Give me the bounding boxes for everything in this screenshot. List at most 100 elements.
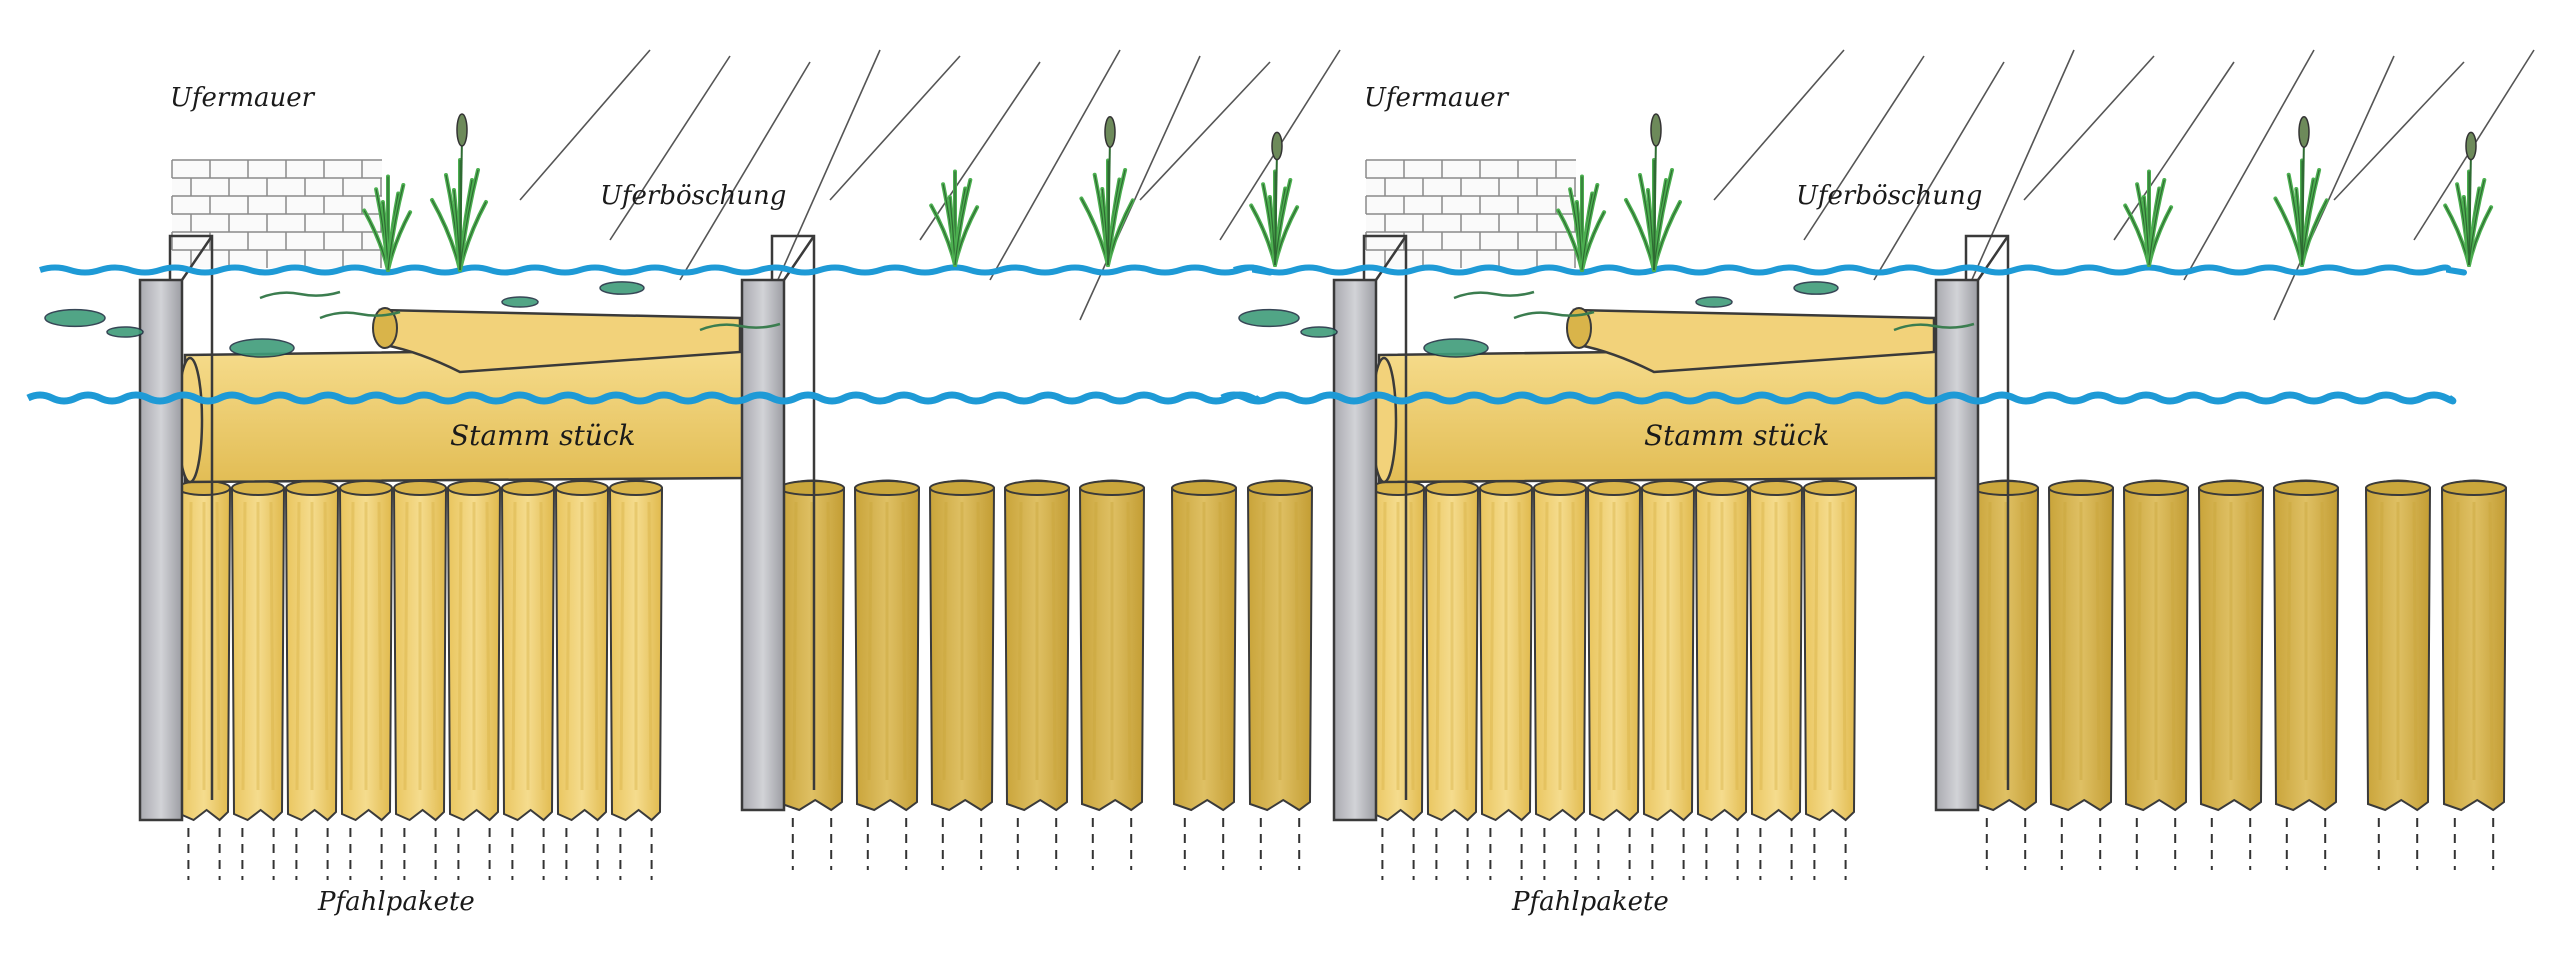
log-icon	[1370, 307, 1941, 484]
sheet-pile-edge	[1374, 235, 1408, 281]
water-lily-icon	[1238, 308, 1300, 328]
pile-icon	[1424, 479, 1480, 880]
label-ufermauer: Ufermauer	[1364, 83, 1510, 113]
water-lily-icon	[1238, 281, 1975, 358]
rain-line	[2273, 55, 2395, 321]
diagram-panel-1: Ufermauer Uferböschung Stamm stück Pfahl…	[26, 49, 1341, 917]
rain-line	[2333, 61, 2465, 201]
pile-icon	[2272, 479, 2340, 870]
reed-plant-icon	[2443, 131, 2494, 267]
rain-lines-icon	[519, 49, 1341, 321]
pile-icon	[853, 479, 921, 870]
pile-icon	[1246, 479, 1314, 870]
pile-package	[1370, 479, 1858, 880]
reed-plant-icon	[1556, 174, 1607, 272]
pile-icon	[2047, 479, 2115, 870]
rain-line	[1803, 55, 1925, 241]
label-stammstueck: Stamm stück	[1644, 419, 1829, 452]
log-icon	[176, 307, 747, 484]
log-branch-end	[1566, 307, 1592, 349]
pile-icon	[1078, 479, 1146, 870]
upper-water-line	[1233, 264, 2467, 276]
rain-line	[1873, 61, 2005, 281]
sprig	[259, 290, 341, 300]
lower-water-line	[1220, 391, 2457, 405]
pile-icon	[1370, 479, 1426, 880]
brick-wall-icon	[1365, 159, 1576, 268]
water-lily-icon	[1300, 326, 1338, 338]
pile-icon	[1972, 479, 2040, 870]
water-lily-icon	[1793, 281, 1839, 295]
pile-icon	[1640, 479, 1696, 880]
sprig	[699, 322, 781, 332]
pile-icon	[2122, 479, 2190, 870]
rain-line	[829, 55, 961, 201]
label-stammstueck: Stamm stück	[450, 419, 635, 452]
pile-icon	[778, 479, 846, 870]
sheet-pile-post	[1332, 278, 1378, 822]
rain-line	[1713, 49, 1845, 201]
reed-plant-icon	[1249, 131, 1300, 267]
reed-plant-icon	[929, 169, 980, 267]
water-lily-icon	[1423, 338, 1489, 358]
pile-icon	[928, 479, 996, 870]
pile-icon	[392, 479, 448, 880]
pile-row-outer	[1972, 479, 2508, 870]
sheet-pile-flange	[770, 234, 816, 790]
sprig	[1893, 322, 1975, 332]
pile-package	[176, 479, 664, 880]
pile-icon	[608, 479, 664, 880]
label-pfahlpakete: Pfahlpakete	[1511, 887, 1669, 917]
water-lines	[1220, 264, 2467, 405]
water-lily-icon	[44, 308, 106, 328]
pile-icon	[176, 479, 232, 880]
lower-water-line	[26, 391, 1263, 405]
pile-icon	[2364, 479, 2432, 870]
reed-plant-icon	[2273, 116, 2329, 267]
reed-plant-icon	[430, 113, 488, 272]
rain-line	[609, 55, 731, 241]
rain-line	[1079, 55, 1201, 321]
pile-icon	[338, 479, 394, 880]
pile-icon	[1478, 479, 1534, 880]
water-lily-icon	[599, 281, 645, 295]
pile-icon	[284, 479, 340, 880]
rain-line	[2023, 55, 2155, 201]
reed-plant-icon	[2123, 169, 2174, 267]
sheet-pile-post	[1934, 278, 1980, 812]
reed-plant-icon	[1624, 113, 1682, 272]
rain-line	[1139, 61, 1271, 201]
label-uferboeschung: Uferböschung	[1796, 181, 1982, 211]
sheet-pile-posts	[138, 234, 816, 822]
pile-icon	[446, 479, 502, 880]
pile-icon	[1003, 479, 1071, 870]
rain-line	[989, 49, 1121, 281]
pile-icon	[500, 479, 556, 880]
sprig	[319, 310, 401, 320]
pile-icon	[1532, 479, 1588, 880]
water-lily-icon	[106, 326, 144, 338]
water-lily-icon	[501, 296, 539, 308]
label-ufermauer: Ufermauer	[170, 83, 316, 113]
sheet-pile-flange	[1964, 234, 2010, 790]
rain-line	[2113, 61, 2235, 241]
water-lily-icon	[1695, 296, 1733, 308]
rain-line	[759, 49, 881, 321]
rain-line	[2183, 49, 2315, 281]
pile-icon	[1802, 479, 1858, 880]
sheet-pile-flange	[1362, 234, 1408, 800]
pile-icon	[1748, 479, 1804, 880]
brick-wall-icon	[171, 159, 382, 268]
pile-icon	[1694, 479, 1750, 880]
pile-icon	[2440, 479, 2508, 870]
rain-line	[1953, 49, 2075, 321]
pile-icon	[554, 479, 610, 880]
water-lines	[26, 264, 1273, 405]
rain-line	[919, 61, 1041, 241]
diagram-panel-2: Ufermauer Uferböschung Stamm stück Pfahl…	[1220, 49, 2535, 917]
sheet-pile-post	[740, 278, 786, 812]
label-pfahlpakete: Pfahlpakete	[317, 887, 475, 917]
pile-icon	[1586, 479, 1642, 880]
sheet-pile-posts	[1332, 234, 2010, 822]
